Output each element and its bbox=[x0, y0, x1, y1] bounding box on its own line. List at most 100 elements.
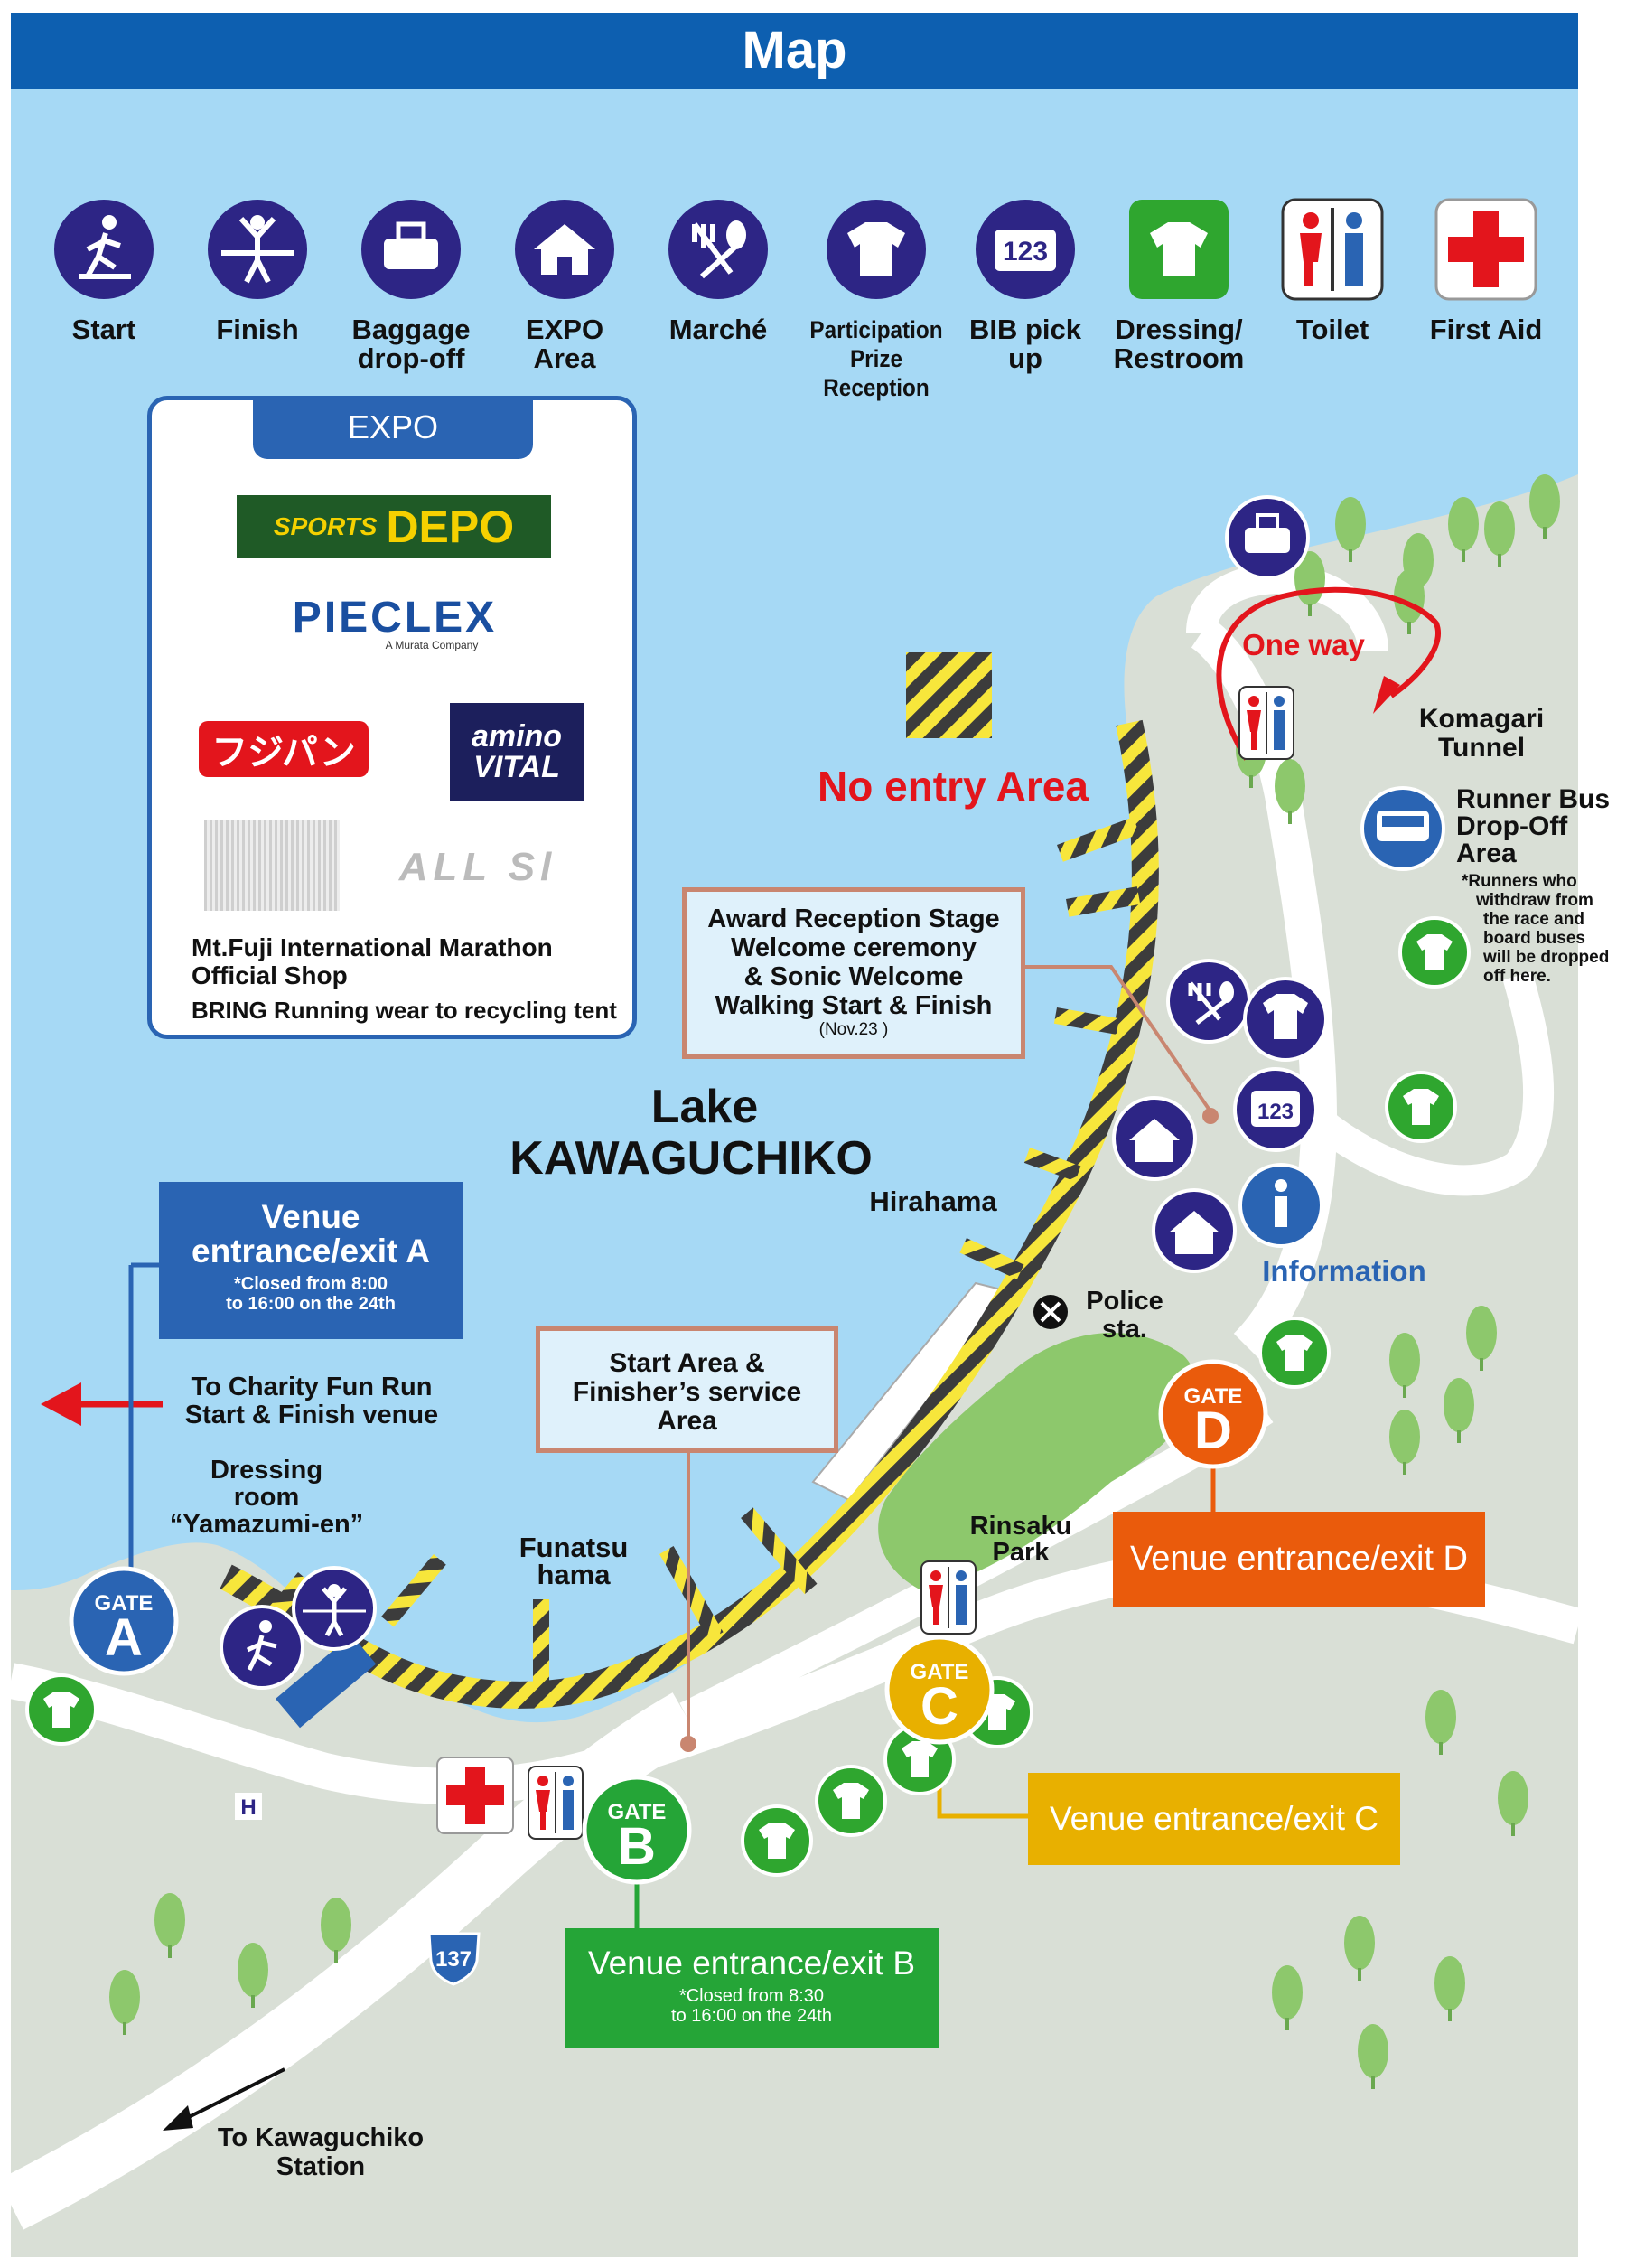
route-137-shield bbox=[427, 1932, 481, 1986]
route-137-label: 137 bbox=[435, 1947, 472, 1972]
bib-123-icon: 123 bbox=[976, 200, 1075, 299]
map-start-icon bbox=[220, 1605, 304, 1690]
first-aid-cross-icon bbox=[1434, 198, 1537, 301]
one-way-arrow bbox=[1216, 586, 1441, 761]
hotel-icon: H bbox=[240, 1795, 256, 1820]
legend-label: Marché bbox=[668, 314, 768, 345]
fujipan-logo: フジパン bbox=[199, 721, 369, 777]
legend-label: Finish bbox=[216, 314, 299, 345]
map-baggage-icon bbox=[1225, 495, 1310, 580]
amino-vital-logo: amino VITAL bbox=[450, 703, 584, 801]
fork-spoon-icon bbox=[668, 200, 768, 299]
runner-icon bbox=[54, 200, 154, 299]
svg-text:D: D bbox=[1194, 1401, 1232, 1460]
legend-start: Start bbox=[32, 197, 176, 378]
lake-label-line1: Lake bbox=[650, 1081, 759, 1133]
bus-icon bbox=[1360, 786, 1445, 871]
recycling-tent-line: BRING Running wear to recycling tent bbox=[192, 997, 617, 1024]
svg-text:GATE: GATE bbox=[95, 1591, 154, 1616]
official-shop-line2: Official Shop bbox=[192, 961, 348, 989]
legend-marche: Marché bbox=[646, 197, 790, 378]
svg-text:B: B bbox=[618, 1817, 656, 1876]
legend-bib: 123 BIB pick up bbox=[953, 197, 1098, 378]
station-arrowhead bbox=[163, 2105, 193, 2131]
svg-text:GATE: GATE bbox=[911, 1660, 969, 1684]
legend-label: Baggage drop-off bbox=[351, 314, 471, 374]
legend-label: Start bbox=[71, 314, 136, 345]
lake-label-line2: KAWAGUCHIKO bbox=[509, 1132, 873, 1185]
no-entry-piers bbox=[263, 817, 1141, 1690]
station-arrow-line bbox=[175, 2067, 285, 2125]
award-stage-callout: Award Reception Stage Welcome ceremony &… bbox=[682, 887, 1025, 1059]
map-first-aid-icon bbox=[436, 1757, 514, 1834]
gate-a-box: Venue entrance/exit A *Closed from 8:00 … bbox=[159, 1182, 463, 1339]
bus-note: *Runners who withdraw from the race and … bbox=[1462, 872, 1610, 986]
one-way-label: One way bbox=[1242, 628, 1365, 661]
map-tshirt-icon bbox=[1243, 977, 1328, 1062]
pieclex-logo: PIECLEX bbox=[292, 593, 498, 642]
map-finish-icon bbox=[292, 1566, 377, 1651]
rinsaku-park bbox=[878, 1333, 1197, 1590]
expo-title: EXPO bbox=[253, 396, 533, 459]
legend-dressing: Dressing/ Restroom bbox=[1107, 197, 1251, 378]
legend-toilet: Toilet bbox=[1260, 197, 1405, 378]
gate-c-marker: GATE C bbox=[884, 1635, 995, 1745]
gate-d-marker: GATE D bbox=[1158, 1359, 1268, 1469]
award-leader bbox=[1025, 965, 1212, 1113]
gate-c-box: Venue entrance/exit C bbox=[1028, 1773, 1400, 1865]
map-bib-icon: 123 bbox=[1233, 1067, 1318, 1152]
svg-text:GATE: GATE bbox=[608, 1800, 667, 1824]
finish-tape-icon bbox=[208, 200, 307, 299]
tent-icon bbox=[515, 200, 614, 299]
gate-b-marker: GATE B bbox=[582, 1775, 692, 1885]
road-loop bbox=[1309, 971, 1555, 1196]
legend-label: Dressing/ Restroom bbox=[1113, 314, 1245, 374]
legend-finish: Finish bbox=[185, 197, 330, 378]
svg-text:GATE: GATE bbox=[1184, 1384, 1243, 1409]
svg-text:A: A bbox=[105, 1608, 143, 1667]
pieclex-subtitle: A Murata Company bbox=[385, 639, 479, 651]
one-way-arrowhead bbox=[1373, 676, 1400, 714]
svg-text:C: C bbox=[920, 1677, 958, 1736]
start-area-callout: Start Area & Finisher’s service Area bbox=[536, 1326, 838, 1453]
pier-blue bbox=[276, 1635, 377, 1729]
road-route-137 bbox=[0, 1692, 701, 2230]
gate-b-box: Venue entrance/exit B *Closed from 8:30 … bbox=[565, 1928, 939, 2048]
sports-depo-logo: SPORTS DEPO bbox=[237, 495, 551, 558]
svg-text:123: 123 bbox=[1003, 237, 1048, 267]
map-expo-icon bbox=[1112, 1096, 1197, 1181]
shop-logo-placeholder bbox=[204, 820, 340, 911]
legend-prize: Participation Prize Reception bbox=[795, 197, 958, 401]
information-label: Information bbox=[1262, 1254, 1426, 1288]
road-tunnel bbox=[1186, 562, 1388, 652]
map-marche-icon bbox=[1166, 959, 1251, 1044]
dressing-icon bbox=[1129, 200, 1229, 299]
legend-label: First Aid bbox=[1429, 314, 1543, 345]
svg-text:123: 123 bbox=[1257, 1100, 1294, 1124]
official-shop-line1: Mt.Fuji International Marathon bbox=[192, 933, 553, 961]
gate-a-marker: GATE A bbox=[69, 1566, 179, 1676]
all-sports-logo: ALL Sl bbox=[398, 845, 557, 889]
expo-panel: EXPO SPORTS DEPO PIECLEX A Murata Compan… bbox=[147, 396, 637, 1039]
legend-label: Toilet bbox=[1295, 314, 1369, 345]
baggage-icon bbox=[361, 200, 461, 299]
charity-arrowhead bbox=[41, 1382, 81, 1426]
legend-baggage: Baggage drop-off bbox=[339, 197, 483, 378]
legend-label: Participation Prize Reception bbox=[809, 316, 943, 401]
legend-first-aid: First Aid bbox=[1414, 197, 1558, 378]
toilet-icon bbox=[1281, 198, 1384, 301]
no-entry-label: No entry Area bbox=[818, 763, 1089, 810]
information-icon bbox=[1238, 1163, 1323, 1248]
gate-d-box: Venue entrance/exit D bbox=[1113, 1512, 1485, 1607]
tshirt-icon bbox=[827, 200, 926, 299]
legend-label: BIB pick up bbox=[968, 314, 1082, 374]
legend-label: EXPO Area bbox=[525, 314, 604, 374]
hirahama-label: Hirahama bbox=[869, 1186, 997, 1217]
